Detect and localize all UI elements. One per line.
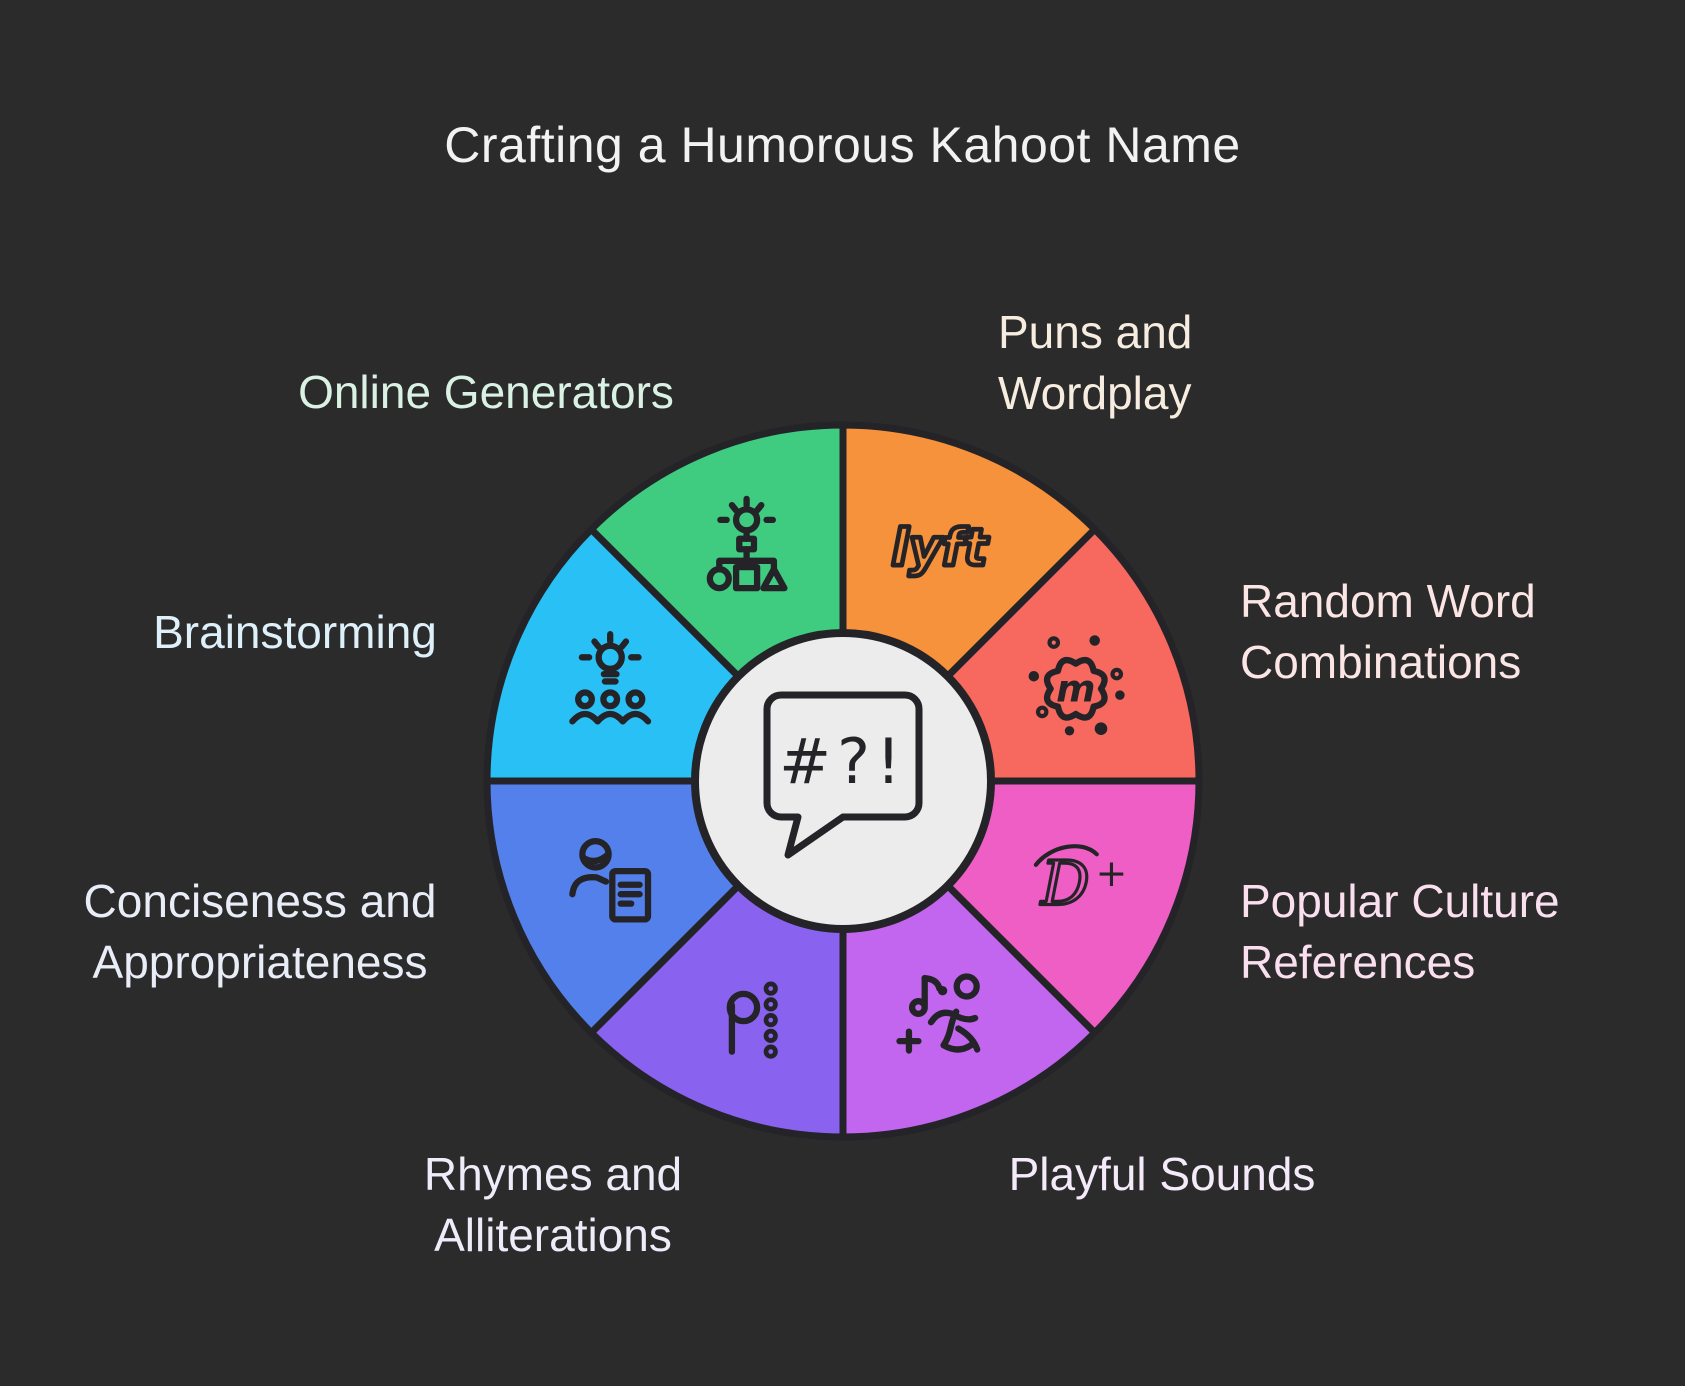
segment-label-online-generators: Online Generators: [298, 366, 674, 418]
segment-label-puns-and-wordplay: Puns and Wordplay: [998, 306, 1193, 419]
segment-label-brainstorming: Brainstorming: [153, 606, 437, 658]
segment-label-rhymes-and-alliterations: Rhymes and Alliterations: [423, 1148, 683, 1261]
speech-bubble-icon: [763, 691, 923, 859]
segment-label-random-word-combinations: Random Word Combinations: [1240, 575, 1536, 688]
brainstorm-lightbulb-icon: [569, 631, 652, 725]
letter-p-dots-icon: [726, 981, 778, 1059]
dancing-figure-icon: [896, 973, 981, 1054]
center-symbol-text: #?!: [779, 725, 907, 798]
svg-text:lyft: lyft: [891, 518, 989, 577]
svg-text:+: +: [1096, 851, 1128, 895]
svg-text:m: m: [1056, 666, 1095, 710]
segment-label-playful-sounds: Playful Sounds: [1008, 1148, 1316, 1200]
person-document-icon: [569, 838, 652, 923]
segment-label-popular-culture-references: Popular Culture References: [1240, 875, 1560, 988]
segment-label-conciseness-and-appropriateness: Conciseness and Appropriateness: [83, 875, 437, 988]
idea-generator-icon: [706, 495, 788, 592]
lyft-logo-icon: lyft: [889, 516, 992, 580]
svg-text:D: D: [1040, 849, 1090, 920]
center-hub: #?!: [691, 629, 995, 933]
page-title: Crafting a Humorous Kahoot Name: [444, 117, 1241, 173]
meetup-logo-icon: m: [1028, 635, 1125, 736]
disney-plus-logo-icon: D +: [1033, 844, 1128, 921]
